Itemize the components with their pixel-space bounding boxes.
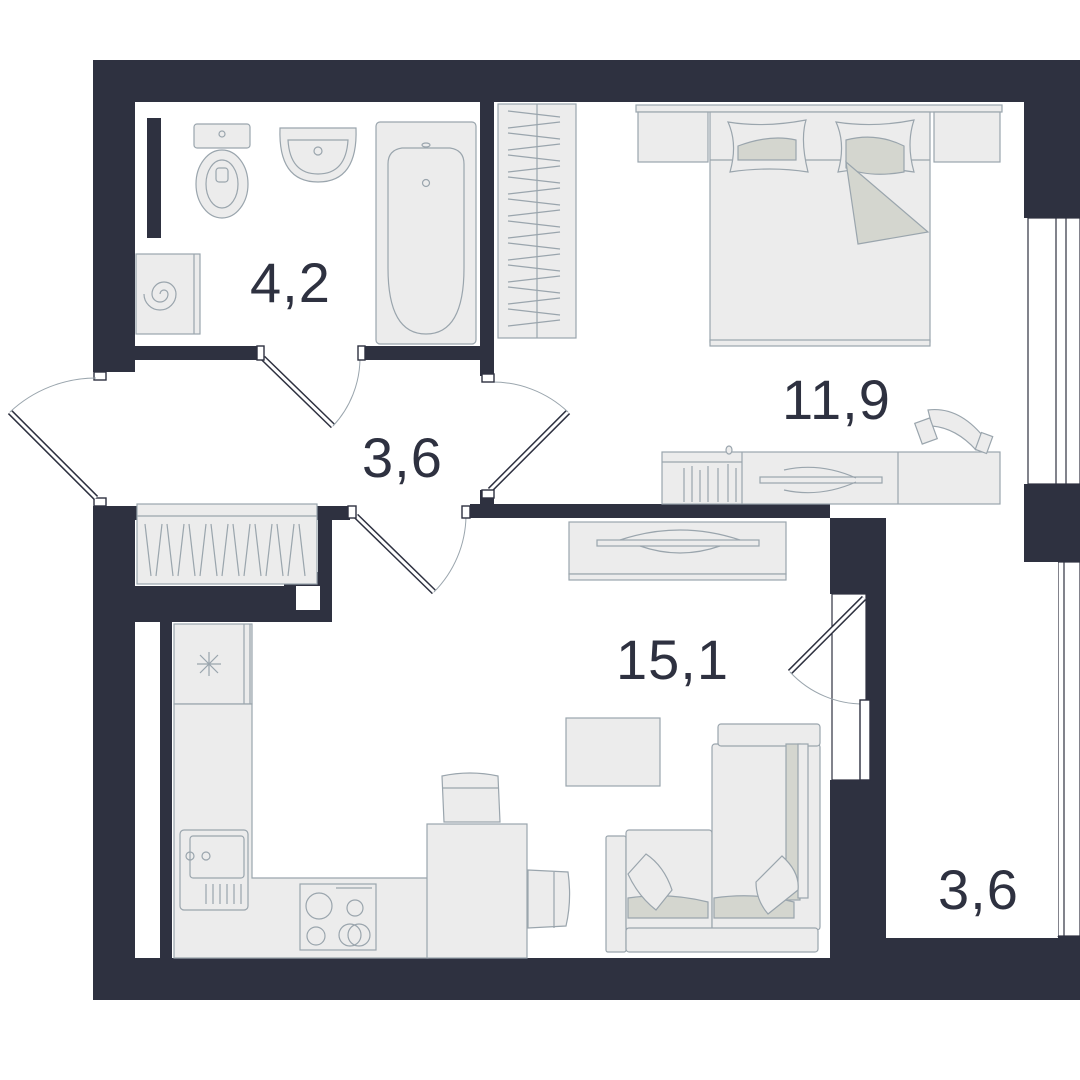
- doors: [7, 345, 871, 781]
- walls: [93, 60, 1080, 1000]
- balcony: [886, 562, 1058, 936]
- bedroom-area-label: 11,9: [782, 368, 891, 431]
- living-furniture: [173, 521, 821, 959]
- windows: [831, 217, 1080, 937]
- hallway-area-label: 3,6: [362, 426, 443, 489]
- living-kitchen-area-label: 15,1: [616, 628, 729, 691]
- bathroom-fixtures: [135, 121, 477, 345]
- hall-wardrobe: [136, 503, 318, 585]
- bathroom-area-label: 4,2: [250, 251, 331, 314]
- bedroom-furniture: [497, 103, 1003, 505]
- balcony-area-label: 3,6: [938, 858, 1019, 921]
